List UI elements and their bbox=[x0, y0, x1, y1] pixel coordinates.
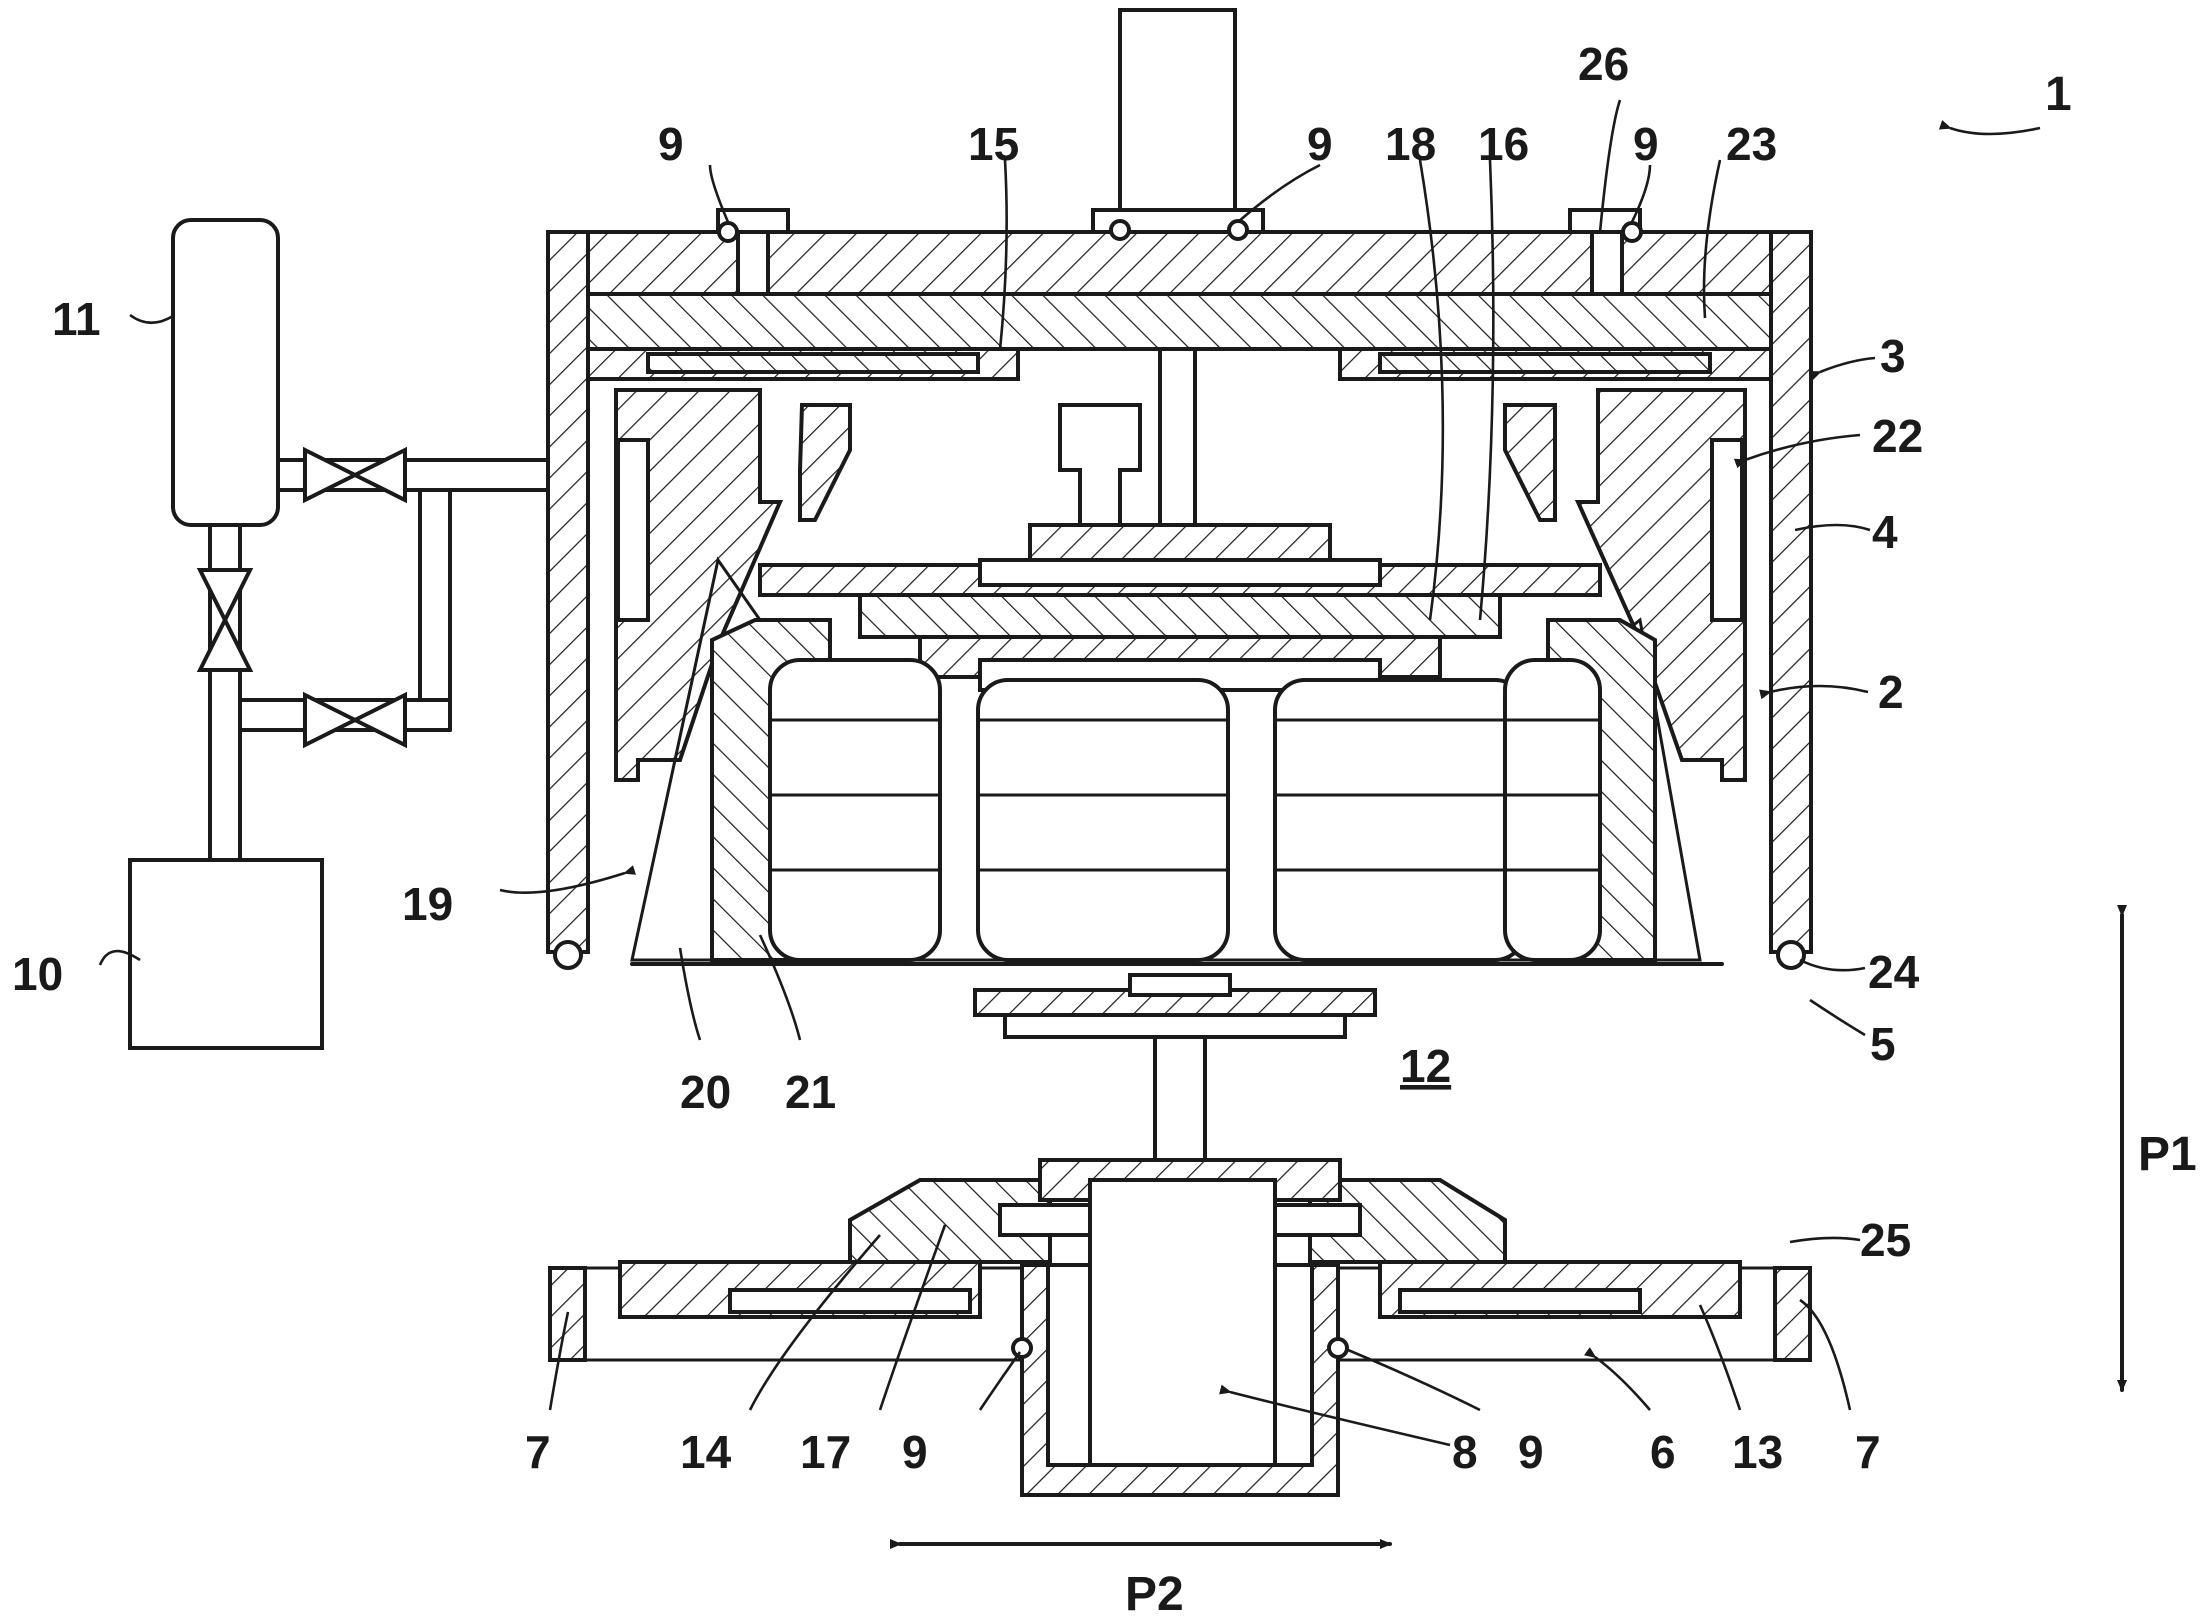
label-11: 11 bbox=[52, 293, 101, 345]
label-5: 5 bbox=[1870, 1018, 1896, 1070]
label-14: 14 bbox=[680, 1426, 732, 1478]
label-2: 2 bbox=[1878, 666, 1904, 718]
label-13: 13 bbox=[1732, 1426, 1783, 1478]
label-p1: P1 bbox=[2138, 1128, 2197, 1181]
accumulator-11 bbox=[171, 218, 280, 527]
label-9-top-center: 9 bbox=[1307, 118, 1333, 170]
pneumatic-circuit bbox=[128, 218, 550, 1050]
label-4: 4 bbox=[1872, 506, 1898, 558]
label-19: 19 bbox=[402, 878, 453, 930]
label-9-bottom-right: 9 bbox=[1518, 1426, 1544, 1478]
leader-lines bbox=[98, 99, 2041, 1447]
direction-arrows bbox=[890, 905, 2127, 1549]
center-stem bbox=[973, 973, 1377, 1199]
label-12: 12 bbox=[1400, 1040, 1451, 1092]
label-7-right: 7 bbox=[1855, 1426, 1881, 1478]
label-7-left: 7 bbox=[525, 1426, 551, 1478]
label-20: 20 bbox=[680, 1066, 731, 1118]
label-22: 22 bbox=[1872, 410, 1923, 462]
label-8: 8 bbox=[1452, 1426, 1478, 1478]
label-24: 24 bbox=[1868, 946, 1920, 998]
label-26: 26 bbox=[1578, 38, 1629, 90]
label-16: 16 bbox=[1478, 118, 1529, 170]
label-23: 23 bbox=[1726, 118, 1777, 170]
compressor-10 bbox=[128, 858, 324, 1050]
label-9-bottom-left: 9 bbox=[902, 1426, 928, 1478]
label-6: 6 bbox=[1650, 1426, 1676, 1478]
label-p2: P2 bbox=[1125, 1568, 1184, 1621]
label-3: 3 bbox=[1880, 330, 1906, 382]
label-1: 1 bbox=[2045, 68, 2072, 121]
label-17: 17 bbox=[800, 1426, 851, 1478]
upper-housing bbox=[546, 208, 1813, 970]
label-18: 18 bbox=[1385, 118, 1436, 170]
label-9-top-right: 9 bbox=[1633, 118, 1659, 170]
reference-labels: 1 2 3 4 5 6 7 7 8 9 9 9 9 9 10 11 12 13 … bbox=[12, 38, 2197, 1621]
label-15: 15 bbox=[968, 118, 1019, 170]
label-25: 25 bbox=[1860, 1214, 1911, 1266]
label-9-top-left: 9 bbox=[658, 118, 684, 170]
label-10: 10 bbox=[12, 948, 63, 1000]
preform-containers bbox=[768, 658, 1602, 962]
lower-plate-assembly bbox=[548, 1158, 1812, 1497]
label-21: 21 bbox=[785, 1066, 836, 1118]
upper-plates bbox=[758, 403, 1602, 692]
